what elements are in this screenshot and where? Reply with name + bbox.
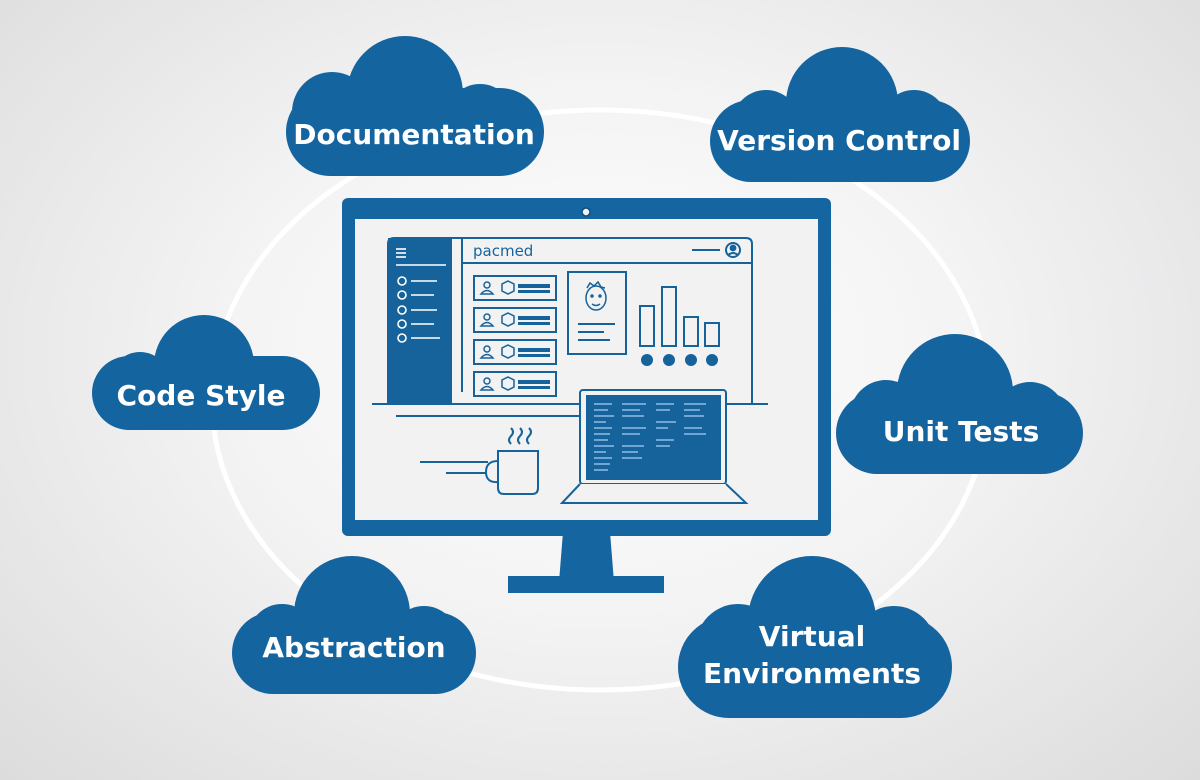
- documentation-label: Documentation: [293, 118, 535, 151]
- code-style-label: Code Style: [117, 379, 286, 412]
- cloud-documentation: Documentation: [286, 36, 544, 176]
- bar-chart-illustration: [639, 286, 720, 366]
- unit-tests-label: Unit Tests: [883, 415, 1040, 448]
- profile-panel: [567, 271, 627, 355]
- doctor-face-icon: [585, 280, 607, 311]
- hamburger-icon: [396, 248, 406, 258]
- dashboard-illustration: [372, 237, 768, 504]
- sidebar-panel: [388, 238, 452, 404]
- virtual-environments-label-line1: Virtual: [759, 620, 865, 653]
- monitor: pacmed: [342, 198, 831, 593]
- app-brand-label: pacmed: [473, 242, 533, 260]
- cloud-abstraction: Abstraction: [232, 556, 476, 694]
- code-lines: [594, 403, 706, 471]
- patient-cards: [473, 275, 557, 397]
- coffee-mug-icon: [484, 427, 539, 495]
- monitor-neck: [559, 532, 614, 582]
- cloud-code-style: Code Style: [92, 315, 320, 430]
- card-icons: [479, 280, 550, 391]
- monitor-base: [508, 576, 664, 593]
- abstraction-label: Abstraction: [262, 631, 445, 664]
- webcam-icon: [581, 207, 591, 217]
- sidebar-menu-items: [397, 276, 440, 343]
- cloud-virtual-environments: Virtual Environments: [678, 556, 952, 718]
- virtual-environments-label-line2: Environments: [703, 657, 921, 690]
- version-control-label: Version Control: [717, 124, 961, 157]
- user-circle-icon: [725, 242, 741, 258]
- cloud-unit-tests: Unit Tests: [836, 334, 1083, 474]
- cloud-version-control: Version Control: [710, 47, 970, 182]
- laptop-screen: [586, 395, 721, 480]
